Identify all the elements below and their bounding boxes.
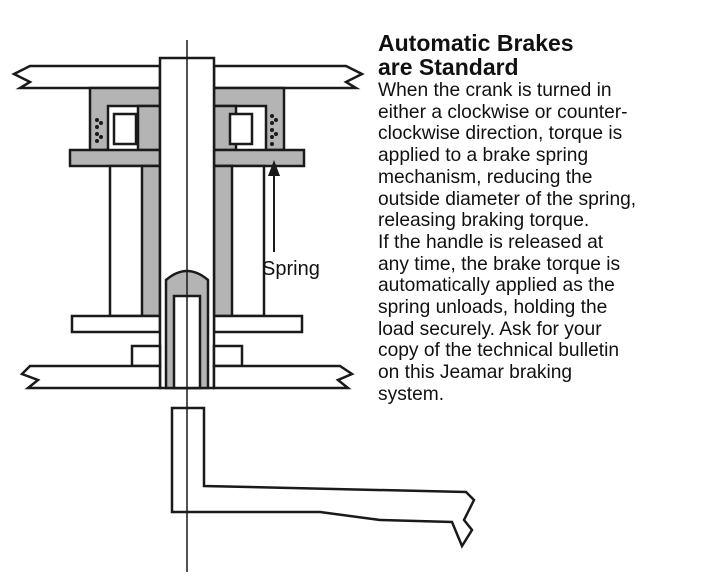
lower-flange-right — [212, 314, 304, 334]
drum-wall-left — [140, 164, 162, 318]
body-line: clockwise direction, torque is — [378, 123, 623, 145]
callout-arrowhead-icon — [268, 160, 280, 176]
body-line: mechanism, reducing the — [378, 166, 593, 188]
spring-callout-label: Spring — [262, 258, 320, 280]
crank-handle — [170, 406, 476, 549]
heading-line: are Standard — [378, 54, 519, 80]
body-line: releasing braking torque. — [378, 210, 590, 232]
body-line: spring unloads, holding the — [378, 297, 608, 319]
mid-flange-left — [68, 148, 162, 168]
section-body: When the crank is turned in either a clo… — [378, 80, 708, 406]
body-line: applied to a brake spring — [378, 145, 589, 167]
brake-shoe-left — [112, 112, 138, 146]
body-line: automatically applied as the — [378, 275, 615, 297]
bottom-step-right — [212, 344, 244, 368]
heading-line: Automatic Brakes — [378, 30, 574, 56]
body-line: load securely. Ask for your — [378, 318, 602, 340]
spring-coils — [95, 114, 278, 146]
body-line: any time, the brake torque is — [378, 253, 621, 275]
bottom-plate-left — [19, 364, 162, 390]
brake-shoe-right — [228, 112, 254, 146]
mid-flange-right — [212, 148, 306, 168]
lower-flange-left — [70, 314, 162, 334]
body-line: When the crank is turned in — [378, 80, 612, 101]
drum-wall-right — [212, 164, 234, 318]
description-column: Automatic Brakes are Standard When the c… — [378, 31, 708, 406]
body-line: on this Jeamar braking — [378, 362, 573, 384]
brake-hub-left — [136, 104, 162, 152]
bottom-plate-right — [212, 364, 355, 390]
body-line: system. — [378, 383, 445, 405]
top-flange-left — [11, 64, 162, 90]
body-line: copy of the technical bulletin — [378, 340, 620, 362]
bottom-step-left — [130, 344, 162, 368]
section-heading: Automatic Brakes are Standard — [378, 31, 708, 79]
body-line: If the handle is released at — [378, 231, 604, 253]
body-line: outside diameter of the spring, — [378, 188, 637, 210]
body-line: either a clockwise or counter- — [378, 101, 628, 123]
top-flange-right — [212, 64, 365, 90]
